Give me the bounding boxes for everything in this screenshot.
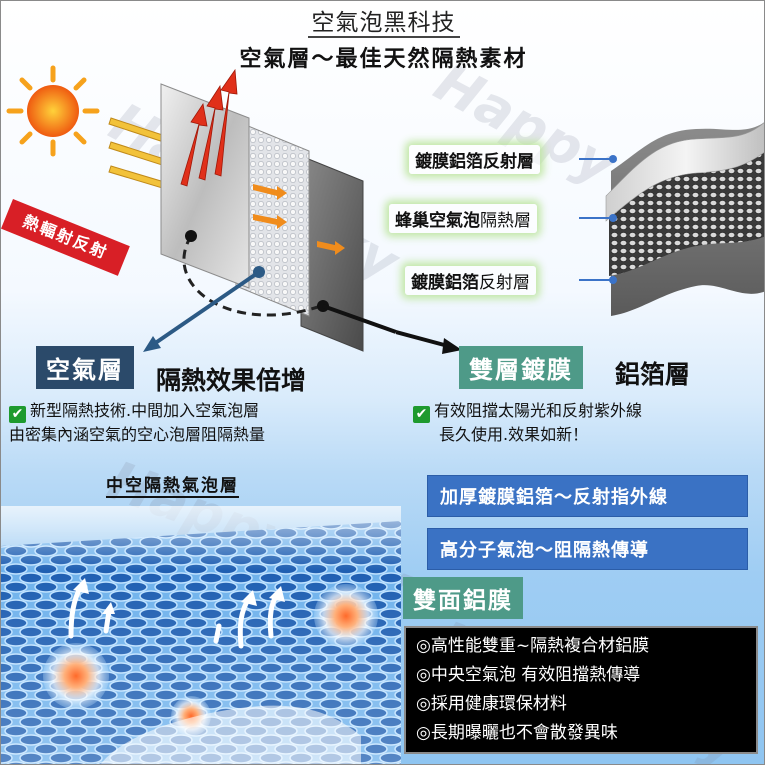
checkmark-icon-2: ✔ (413, 406, 430, 423)
air-layer-desc-line-1: ✔新型隔熱技術.中間加入空氣泡層 (9, 399, 404, 423)
pointer-air-layer-head (143, 336, 161, 352)
double-film-item-3: ◎採用健康環保材料 (416, 694, 567, 714)
double-coating-label: 雙層鍍膜 (459, 346, 583, 389)
heat-bubble-2 (314, 584, 378, 648)
double-film-item-1: ◎高性能雙重~隔熱複合材鋁膜 (416, 636, 650, 656)
double-coating-desc-line-2: 長久使用.效果如新！ (439, 425, 589, 444)
layer-label-3: 鍍膜鋁箔反射層 (405, 266, 536, 295)
double-coating-description: ✔有效阻擋太陽光和反射紫外線 長久使用.效果如新！ (413, 399, 763, 446)
double-film-item-2: ◎中央空氣泡 有效阻擋熱傳導 (416, 665, 641, 685)
reflect-arrows (180, 68, 238, 187)
checkmark-icon: ✔ (9, 406, 26, 423)
feature-bar-2: 高分子氣泡～阻隔熱傳導 (427, 528, 748, 570)
dashed-connector (182, 235, 322, 317)
layer-diagram (6, 65, 397, 352)
back-foil-layer (300, 155, 364, 352)
layer-label-2-bold: 蜂巢空氣泡 (395, 211, 480, 231)
layer-label-3-normal: 反射層 (479, 273, 530, 293)
feature-bar-1: 加厚鍍膜鋁箔～反射指外線 (427, 475, 748, 517)
pointer-double-film-ext (396, 330, 462, 354)
air-layer-desc-text-1: 新型隔熱技術.中間加入空氣泡層 (30, 401, 260, 420)
double-coating-desc-line-1: ✔有效阻擋太陽光和反射紫外線 (413, 399, 763, 423)
material-cross-section (605, 122, 764, 316)
double-film-item-4: ◎長期曝曬也不會散發異味 (416, 723, 618, 743)
layer-pointer-1 (579, 155, 617, 163)
double-film-feature-list: ◎高性能雙重~隔熱複合材鋁膜 ◎中央空氣泡 有效阻擋熱傳導 ◎採用健康環保材料 … (404, 626, 758, 754)
air-layer-label: 空氣層 (36, 346, 134, 389)
air-layer-effect: 隔熱效果倍增 (156, 366, 307, 395)
layer-label-2-normal: 隔熱層 (480, 211, 531, 231)
sun-icon (6, 65, 100, 157)
pointer-air-layer (149, 270, 261, 348)
layer-pointer-3 (579, 276, 617, 284)
double-film-label: 雙面鋁膜 (403, 577, 523, 619)
layer-label-3-bold: 鍍膜鋁箔 (411, 273, 479, 293)
page-subtitle: 空氣層～最佳天然隔熱素材 (239, 46, 528, 72)
layer-label-1: 鍍膜鋁箔反射層 (409, 145, 540, 174)
double-coating-suffix: 鋁箔層 (615, 360, 691, 389)
pointer-double-film (322, 304, 397, 334)
page-title: 空氣泡黑科技 (1, 3, 764, 38)
layer-label-1-bold: 鍍膜鋁箔反射層 (415, 152, 534, 172)
air-layer-desc-line-2: 由密集內涵空氣的空心泡層阻隔熱量 (9, 425, 266, 444)
connector-dot-1 (185, 230, 197, 242)
layer-pointer-2 (579, 214, 617, 222)
bubble-layer-illustration (1, 506, 401, 764)
page-title-text: 空氣泡黑科技 (307, 10, 460, 38)
bubble-section-title: 中空隔熱氣泡層 (106, 471, 239, 498)
heat-bubble-1 (43, 643, 109, 709)
air-layer-description: ✔新型隔熱技術.中間加入空氣泡層 由密集內涵空氣的空心泡層阻隔熱量 (9, 399, 404, 446)
double-coating-desc-text-1: 有效阻擋太陽光和反射紫外線 (434, 401, 643, 420)
layer-label-2: 蜂巢空氣泡隔熱層 (389, 204, 537, 233)
heat-transfer-arrows (253, 184, 345, 255)
